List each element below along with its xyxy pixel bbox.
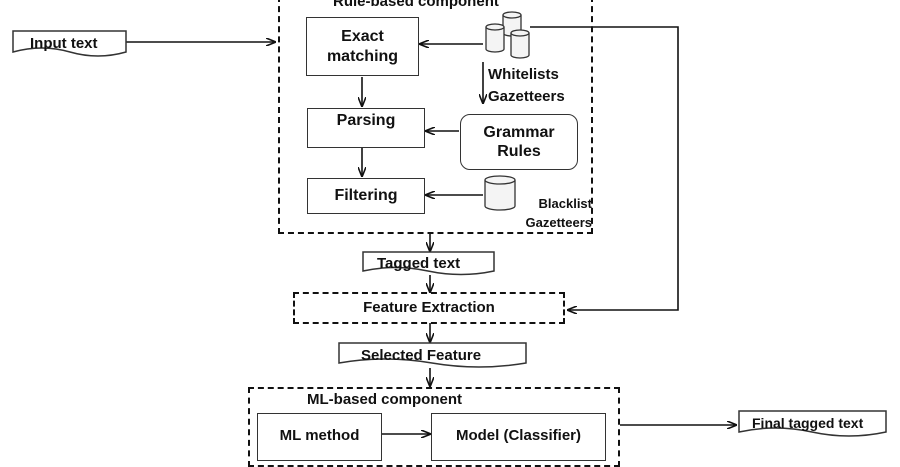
grammar-rules-label: Grammar Rules (483, 123, 555, 160)
exact-matching-label: Exact matching (326, 28, 399, 65)
feature-extraction-box: Feature Extraction (293, 292, 565, 324)
filtering-box: Filtering (307, 178, 425, 214)
rule-based-component (278, 0, 593, 234)
selected-feature-shape (338, 342, 527, 368)
whitelist-gazetteers-label: Whitelists Gazetteers (488, 66, 565, 105)
rule-based-component-title: Rule-based component (333, 0, 499, 10)
model-classifier-box: Model (Classifier) (431, 413, 606, 461)
feature-extraction-label: Feature Extraction (363, 299, 495, 316)
whitelist-database-icon (485, 11, 530, 59)
input-text-shape (12, 30, 127, 57)
final-tagged-text-shape (738, 410, 887, 437)
ml-method-box: ML method (257, 413, 382, 461)
model-classifier-label: Model (Classifier) (455, 427, 582, 444)
blacklist-database-icon (484, 175, 516, 211)
grammar-rules-box: Grammar Rules (460, 114, 578, 170)
final-tagged-text-label: Final tagged text (752, 415, 864, 431)
filtering-label: Filtering (334, 187, 398, 205)
input-text-label: Input text (30, 35, 98, 52)
ml-based-component-title: ML-based component (307, 391, 463, 408)
tagged-text-shape (362, 251, 495, 276)
blacklist-gazetteers-label: Blacklist Gazetteers (525, 196, 592, 230)
connector-lines (126, 26, 900, 450)
ml-method-label: ML method (279, 427, 360, 444)
parsing-box: Parsing (307, 108, 425, 148)
tagged-text-label: Tagged text (377, 255, 461, 272)
arrow-whitelist-to-features (530, 26, 679, 310)
parsing-label: Parsing (336, 112, 396, 129)
selected-feature-label: Selected Feature (361, 347, 482, 364)
exact-matching-box: Exact matching (306, 17, 419, 76)
